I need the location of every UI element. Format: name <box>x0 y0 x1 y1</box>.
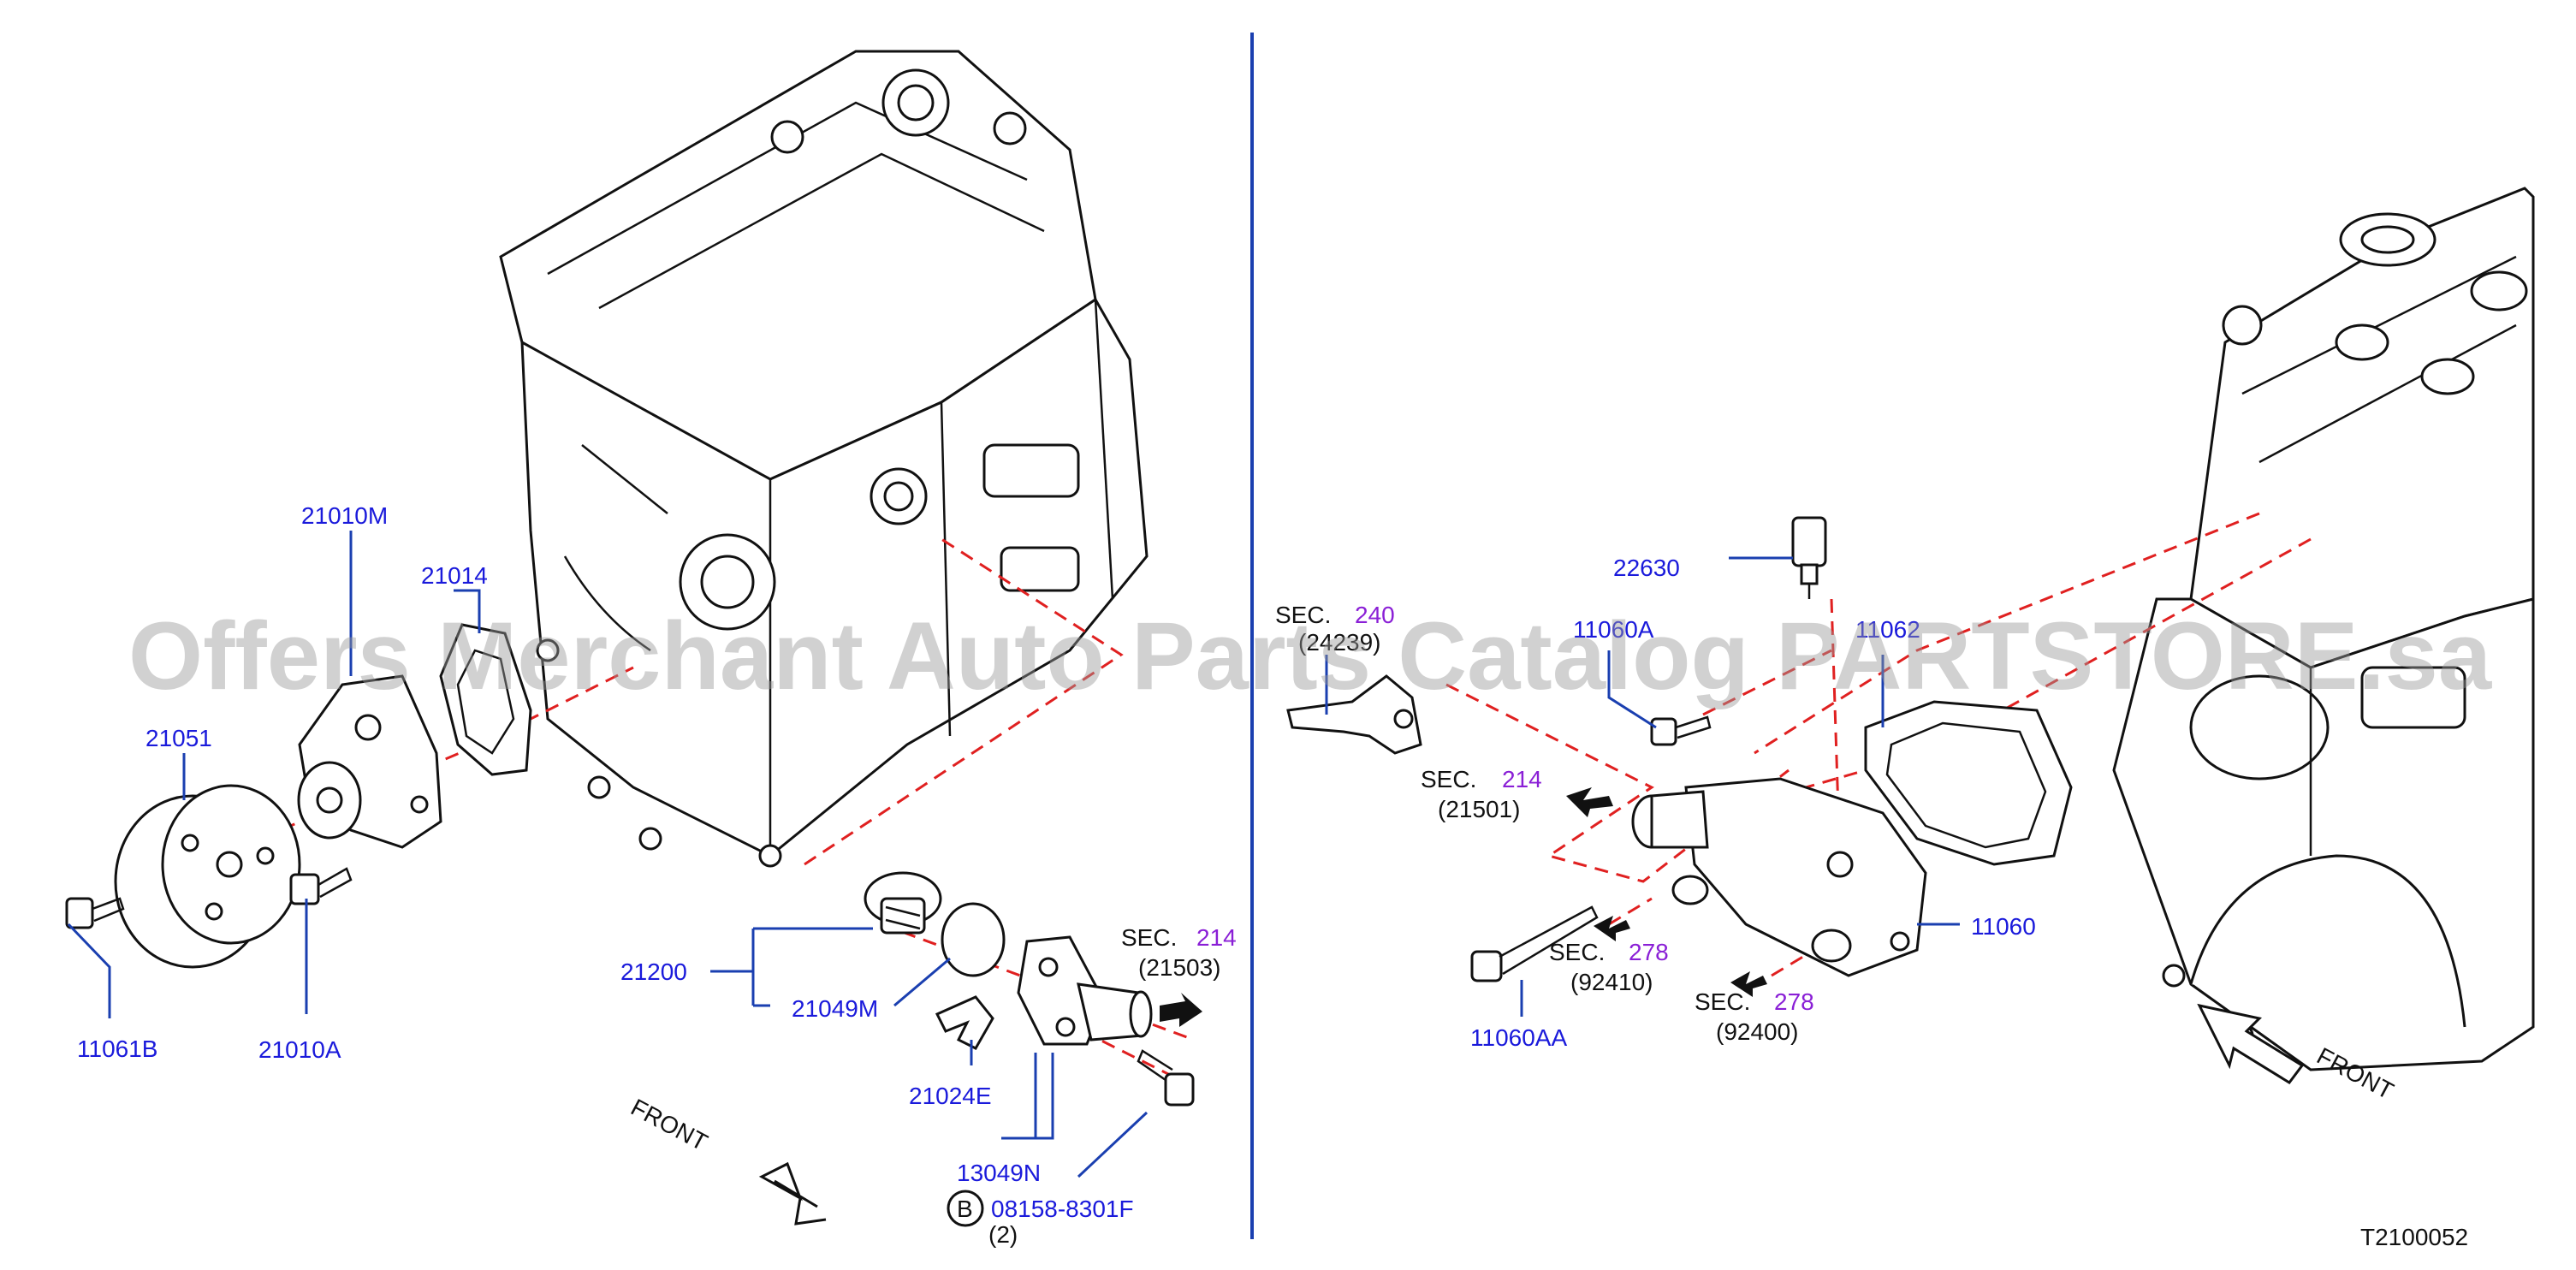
label-22630: 22630 <box>1613 555 1680 581</box>
label-13049N: 13049N <box>957 1160 1041 1186</box>
sec-278-a-sec: SEC. <box>1549 939 1605 965</box>
o-ring-21049M <box>941 902 1006 977</box>
sec-278-b-num: 278 <box>1774 988 1814 1015</box>
badge-B: B <box>957 1196 973 1222</box>
diagram-code: T2100052 <box>2360 1224 2468 1250</box>
watermark: Offers Merchant Auto Parts Catalog PARTS… <box>128 602 2492 709</box>
arrow-sec278-b <box>1730 971 1767 997</box>
sec-278-b-ref: (92400) <box>1716 1018 1799 1045</box>
right-leader-lines <box>1325 556 1960 1017</box>
thermostat-21200 <box>864 871 942 935</box>
badge-circle-B <box>947 1190 984 1227</box>
bolt-21010A <box>289 867 353 905</box>
sec-214-left-num: 214 <box>1196 924 1237 951</box>
sec-278-a-ref: (92410) <box>1570 969 1653 995</box>
label-11060A: 11060A <box>1573 616 1654 643</box>
label-11062: 11062 <box>1855 616 1920 643</box>
bolt-11060A <box>1650 715 1712 746</box>
front-arrow-left <box>758 1161 827 1225</box>
label-21024E: 21024E <box>909 1083 992 1109</box>
sec-278-a-num: 278 <box>1629 939 1669 965</box>
sec-240-sec: SEC. <box>1275 602 1331 628</box>
arrow-sec214-right <box>1566 787 1613 817</box>
front-label-left: FRONT <box>626 1094 712 1156</box>
bolt-11060AA <box>1470 905 1599 982</box>
front-arrow-right <box>2197 1003 2305 1084</box>
engine-right-illustration <box>2112 187 2535 1071</box>
label-11060: 11060 <box>1971 913 2036 940</box>
label-08158-8301F: 08158-8301F <box>991 1196 1134 1222</box>
label-21051: 21051 <box>145 725 212 751</box>
label-21049M: 21049M <box>792 995 878 1022</box>
gasket-21014 <box>439 623 532 776</box>
label-08158-qty: (2) <box>988 1221 1018 1248</box>
left-leader-lines <box>67 531 1149 1178</box>
arrow-sec278-a <box>1594 916 1630 941</box>
sec-214-right-ref: (21501) <box>1438 796 1521 822</box>
bracket-24239 <box>1286 674 1422 755</box>
label-11061B: 11061B <box>77 1036 157 1062</box>
bolt-11061B <box>65 897 125 929</box>
label-21010A: 21010A <box>258 1036 341 1063</box>
water-pump-21010M <box>297 674 442 849</box>
label-11060AA: 11060AA <box>1470 1024 1567 1051</box>
pulley-21051 <box>114 784 301 969</box>
water-inlet-13049N <box>1017 935 1153 1046</box>
sec-214-right-num: 214 <box>1502 766 1542 792</box>
sec-240-ref: (24239) <box>1298 629 1381 656</box>
sec-214-right-sec: SEC. <box>1421 766 1476 792</box>
arrow-sec214-left <box>1160 993 1202 1027</box>
sensor-22630 <box>1791 516 1827 599</box>
label-21200: 21200 <box>620 958 687 985</box>
sec-214-left-ref: (21503) <box>1138 954 1221 981</box>
sec-214-left-sec: SEC. <box>1121 924 1177 951</box>
engine-left-illustration <box>499 50 1149 868</box>
clip-21024E <box>935 995 994 1050</box>
water-outlet-11060 <box>1631 777 1927 977</box>
bolt-08158-8301F <box>1137 1049 1195 1107</box>
label-21010M: 21010M <box>301 502 388 529</box>
sec-278-b-sec: SEC. <box>1695 988 1750 1015</box>
gasket-11062 <box>1864 700 2073 866</box>
label-21014: 21014 <box>421 562 488 589</box>
sec-240-num: 240 <box>1355 602 1395 628</box>
